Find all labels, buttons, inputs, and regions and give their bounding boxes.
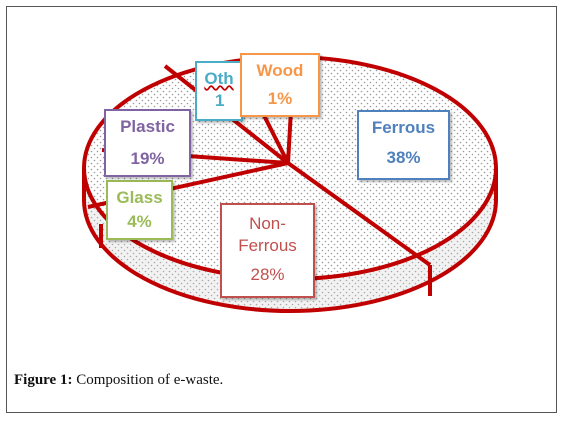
slice-label-other-name: Oth xyxy=(204,69,234,88)
slice-label-glass: Glass 4% xyxy=(106,180,173,240)
figure-caption: Figure 1: Composition of e-waste. xyxy=(14,372,223,389)
slice-label-plastic-name: Plastic xyxy=(120,117,175,136)
slice-label-glass-name: Glass xyxy=(116,188,163,207)
slice-label-other-value: 1 xyxy=(215,91,225,110)
figure-caption-label: Figure 1: xyxy=(14,372,73,388)
slice-label-plastic-value: 19% xyxy=(130,149,165,168)
slice-label-non-ferrous-name: Non-Ferrous xyxy=(238,214,297,255)
slice-label-other: Oth 1 xyxy=(195,61,243,121)
slice-label-ferrous-name: Ferrous xyxy=(371,118,436,137)
slice-divider xyxy=(286,161,432,267)
slice-label-non-ferrous-value: 28% xyxy=(250,265,285,284)
slice-label-non-ferrous: Non-Ferrous 28% xyxy=(220,203,315,298)
slice-label-plastic: Plastic 19% xyxy=(104,109,191,177)
slice-label-wood: Wood 1% xyxy=(240,53,320,117)
slice-label-glass-value: 4% xyxy=(127,212,152,231)
figure-caption-text: Composition of e-waste. xyxy=(72,372,224,388)
slice-label-wood-value: 1% xyxy=(267,89,293,108)
slice-label-ferrous-value: 38% xyxy=(386,148,421,167)
slice-label-wood-name: Wood xyxy=(256,61,304,80)
slice-label-ferrous: Ferrous 38% xyxy=(357,110,450,180)
